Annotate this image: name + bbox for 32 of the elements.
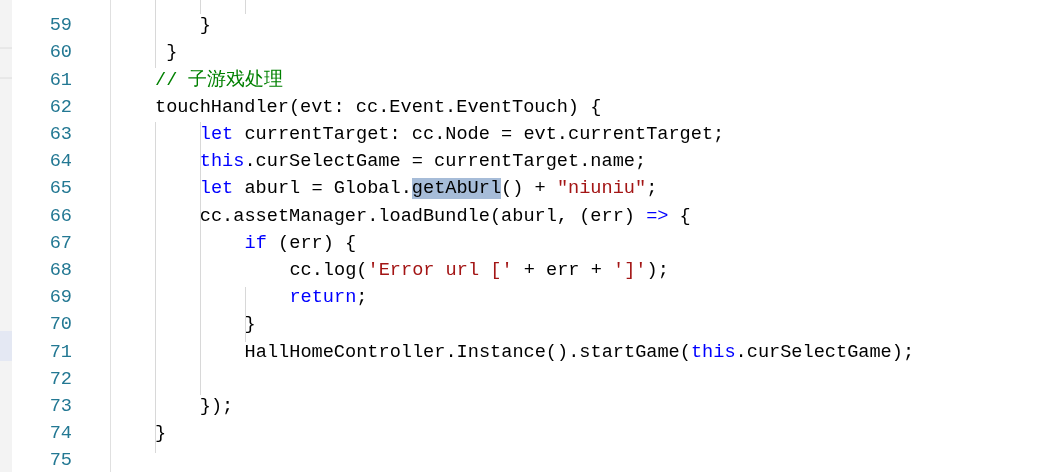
code-line: touchHandler(evt: cc.Event.EventTouch) { — [155, 95, 602, 120]
line-number: 69 — [48, 286, 72, 311]
line-number: 61 — [48, 68, 72, 93]
code-line: HallHomeController.Instance().startGame(this.curSelectGame); — [244, 340, 915, 365]
code-line: } — [155, 422, 167, 447]
line-number: 60 — [48, 41, 72, 66]
code-line: cc.assetManager.loadBundle(aburl, (err) => { — [199, 204, 691, 229]
code-line: let aburl = Global.getAbUrl() + "niuniu"; — [199, 177, 658, 202]
code-line: if (err) { — [244, 231, 357, 256]
code-line: }); — [199, 395, 234, 419]
code-line: this.curSelectGame = currentTarget.name; — [199, 150, 647, 175]
line-number: 71 — [48, 340, 72, 365]
line-number: 63 — [48, 123, 72, 147]
line-number: 62 — [48, 95, 72, 120]
code-line: return; — [289, 286, 368, 311]
line-number: 74 — [48, 422, 72, 447]
line-number: 66 — [48, 204, 72, 229]
code-line: } — [244, 313, 256, 338]
line-number: 75 — [48, 449, 72, 472]
line-number: 70 — [48, 313, 72, 338]
code-line: let currentTarget: cc.Node = evt.currentTarget; — [199, 123, 725, 147]
line-number: 73 — [48, 395, 72, 419]
line-number: 68 — [48, 259, 72, 283]
line-number: 65 — [48, 177, 72, 202]
code-comment: // 子游戏处理 — [155, 68, 284, 93]
line-number: 67 — [48, 231, 72, 256]
code-line: } — [166, 41, 178, 66]
code-line: } — [199, 14, 211, 39]
line-number: 72 — [48, 367, 72, 392]
code-line: cc.log('Error url [' + err + ']'); — [289, 259, 669, 283]
line-number: 59 — [48, 14, 72, 39]
line-number: 64 — [48, 150, 72, 175]
